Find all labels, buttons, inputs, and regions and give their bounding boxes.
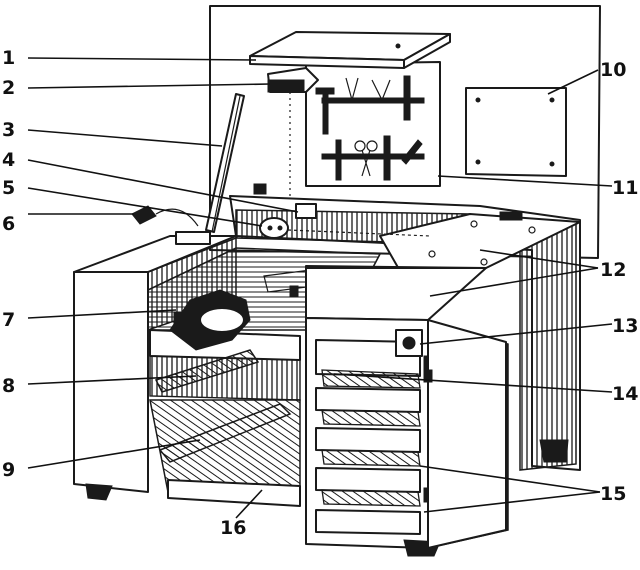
vise-icon xyxy=(169,289,251,351)
callout-10: 10 xyxy=(600,59,626,81)
callout-15: 15 xyxy=(600,483,626,505)
socket-icon xyxy=(395,329,423,357)
screwdriver-icon xyxy=(383,75,411,181)
callout-labels: 1 2 3 4 5 6 7 8 9 10 11 12 13 14 15 16 xyxy=(2,47,638,539)
top-shelf xyxy=(249,31,451,69)
callout-2: 2 xyxy=(2,77,15,99)
plug-icon xyxy=(131,183,267,245)
callout-16: 16 xyxy=(220,517,246,539)
hammer-icon xyxy=(315,87,335,135)
open-door xyxy=(423,319,507,549)
callout-13: 13 xyxy=(612,315,638,337)
wall-plate xyxy=(465,87,567,177)
callout-1: 1 xyxy=(2,47,15,69)
callout-6: 6 xyxy=(2,213,15,235)
callout-9: 9 xyxy=(2,459,15,481)
leader-lines xyxy=(27,57,613,519)
callout-14: 14 xyxy=(612,383,638,405)
switch-block xyxy=(259,203,431,239)
callout-11: 11 xyxy=(612,177,638,199)
lamp-icon xyxy=(267,67,319,196)
callout-4: 4 xyxy=(2,149,15,171)
tool-board xyxy=(305,61,441,187)
callout-12: 12 xyxy=(600,259,626,281)
callout-7: 7 xyxy=(2,309,15,331)
callout-8: 8 xyxy=(2,375,15,397)
lamp-arm xyxy=(205,93,245,233)
callout-3: 3 xyxy=(2,119,15,141)
callout-5: 5 xyxy=(2,177,15,199)
pliers-icon xyxy=(345,77,391,103)
scissors-icon xyxy=(354,140,378,177)
